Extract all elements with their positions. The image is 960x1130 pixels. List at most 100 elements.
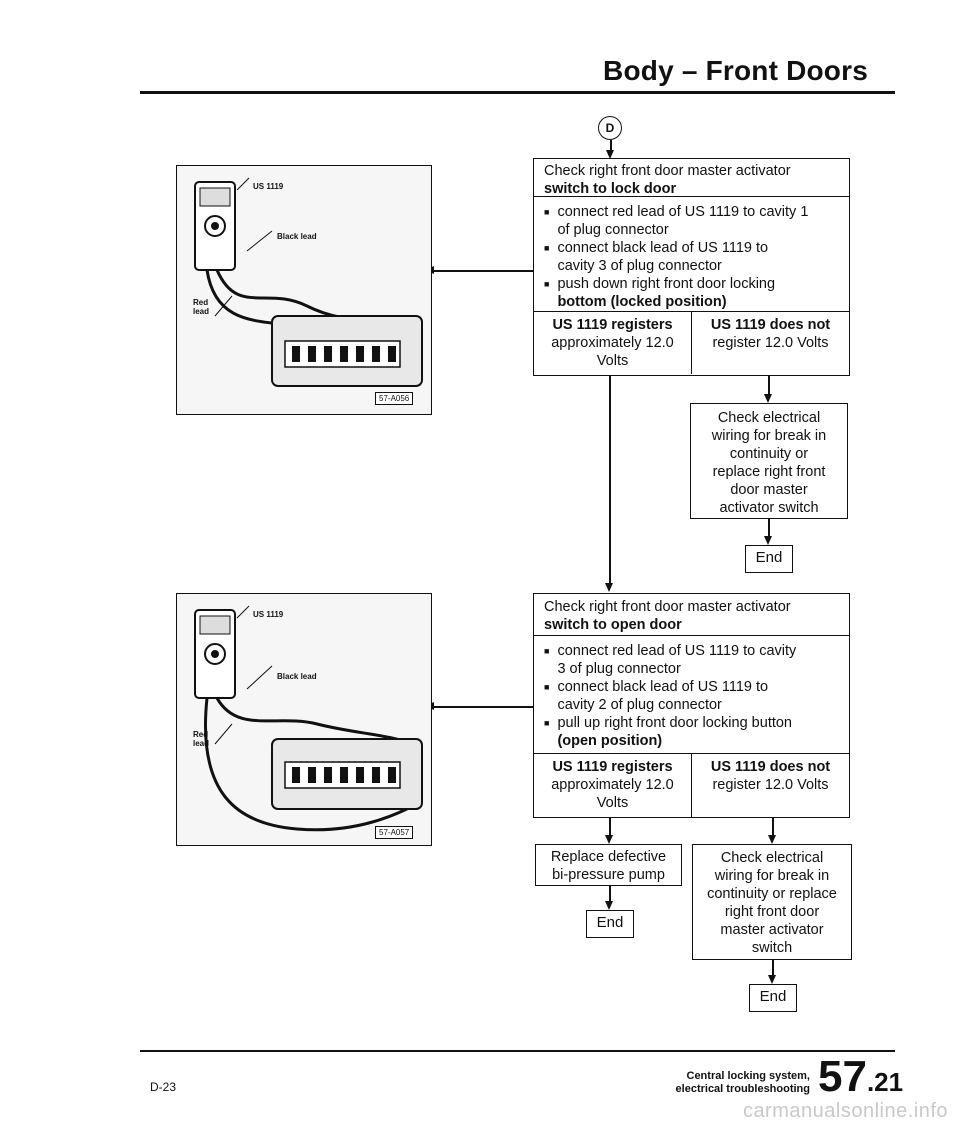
step-line: connect red lead of US 1119 to cavity xyxy=(557,643,797,659)
connector xyxy=(609,886,611,904)
section1-steps: ■ connect red lead of US 1119 to cavity 1… xyxy=(534,197,849,312)
step-line: connect black lead of US 1119 to xyxy=(557,240,769,256)
section1-box: Check right front door master activator … xyxy=(533,158,850,376)
section2-step: ■ connect black lead of US 1119 to cavity … xyxy=(544,678,839,714)
section2-results: US 1119 registers approximately 12.0 Vol… xyxy=(534,754,849,817)
section2-steps: ■ connect red lead of US 1119 to cavity 3 … xyxy=(534,636,849,754)
step-line: (open position) xyxy=(557,733,663,749)
connector xyxy=(772,960,774,978)
replace-pump-box: Replace defective bi-pressure pump xyxy=(535,844,682,886)
result-line: register 12.0 Volts xyxy=(712,777,829,793)
repair2-box: Check electrical wiring for break in con… xyxy=(692,844,852,960)
photo1-red-lead-label: Red lead xyxy=(193,298,210,316)
section-name-line2: electrical troubleshooting xyxy=(675,1083,810,1095)
photo1-tool-label: US 1119 xyxy=(253,182,284,191)
step-line: connect red lead of US 1119 to cavity 1 xyxy=(557,204,809,220)
photo1: US 1119 Black lead Red lead 57-A056 xyxy=(176,165,432,415)
photo2-red-lead-label: Red lead xyxy=(193,730,210,748)
section2-step: ■pull up right front door locking button… xyxy=(544,714,839,750)
connector xyxy=(609,376,611,585)
result-line: US 1119 does not xyxy=(710,759,831,775)
section-number-main: 57 xyxy=(818,1052,867,1101)
repair2-line: switch xyxy=(751,940,793,956)
replace-pump-line: Replace defective xyxy=(550,849,667,865)
section2-step: ■ connect red lead of US 1119 to cavity 3 … xyxy=(544,642,839,678)
result-line: approximately 12.0 xyxy=(551,777,674,793)
photo2: US 1119 Black lead Red lead 57-A057 xyxy=(176,593,432,846)
step-line: cavity 2 of plug connector xyxy=(557,697,722,713)
repair2-line: wiring for break in xyxy=(714,868,830,884)
photo2-figure-number: 57-A057 xyxy=(375,826,414,839)
connector xyxy=(432,270,533,272)
connector xyxy=(772,818,774,838)
photo1-black-lead-label: Black lead xyxy=(277,232,317,241)
step-line: pull up right front door locking button xyxy=(557,715,793,731)
replace-pump-line: bi-pressure pump xyxy=(552,867,665,883)
connector xyxy=(768,376,770,396)
section2-title-line2: switch to open door xyxy=(544,617,682,633)
section-number-sub: .21 xyxy=(866,1067,904,1097)
start-symbol: D xyxy=(598,116,622,140)
result-line: US 1119 registers xyxy=(552,317,673,333)
step-line: connect black lead of US 1119 to xyxy=(557,679,769,695)
step-line: 3 of plug connector xyxy=(557,661,681,677)
section2-title: Check right front door master activator … xyxy=(534,594,849,636)
section1-step: ■ connect black lead of US 1119 to cavity … xyxy=(544,239,839,275)
step-line: bottom (locked position) xyxy=(557,294,727,310)
section1-result-no: US 1119 does not register 12.0 Volts xyxy=(692,312,849,374)
repair2-line: master activator xyxy=(720,922,824,938)
repair1-line: Check electrical xyxy=(717,410,821,426)
bullet-icon: ■ xyxy=(544,207,550,217)
watermark: carmanualsonline.info xyxy=(742,1100,948,1122)
result-line: US 1119 does not xyxy=(710,317,831,333)
bullet-icon: ■ xyxy=(544,279,550,289)
connector xyxy=(768,519,770,539)
bullet-icon: ■ xyxy=(544,682,550,692)
start-symbol-letter: D xyxy=(605,121,615,135)
page-title: Body – Front Doors xyxy=(603,55,868,86)
arrow xyxy=(605,901,613,910)
header-rule xyxy=(140,91,895,94)
end2-box: End xyxy=(586,910,634,938)
result-line: Volts xyxy=(596,795,629,811)
result-line: approximately 12.0 xyxy=(551,335,674,351)
photo1-figure-number: 57-A056 xyxy=(375,392,414,405)
repair1-box: Check electrical wiring for break in con… xyxy=(690,403,848,519)
section1-results: US 1119 registers approximately 12.0 Vol… xyxy=(534,312,849,374)
connector xyxy=(609,818,611,838)
step-line: of plug connector xyxy=(557,222,669,238)
end3-box: End xyxy=(749,984,797,1012)
bullet-icon: ■ xyxy=(544,243,550,253)
repair2-line: continuity or replace xyxy=(707,886,837,902)
section1-result-yes: US 1119 registers approximately 12.0 Vol… xyxy=(534,312,692,374)
photo2-black-lead-label: Black lead xyxy=(277,672,317,681)
section2-box: Check right front door master activator … xyxy=(533,593,850,818)
step-line: cavity 3 of plug connector xyxy=(557,258,722,274)
connector xyxy=(432,706,533,708)
arrow xyxy=(768,835,776,844)
section1-title-line2: switch to lock door xyxy=(544,181,677,197)
section2-result-yes: US 1119 registers approximately 12.0 Vol… xyxy=(534,754,692,817)
result-line: register 12.0 Volts xyxy=(712,335,829,351)
repair1-line: door master xyxy=(730,482,808,498)
repair1-line: wiring for break in xyxy=(711,428,827,444)
bullet-icon: ■ xyxy=(544,646,550,656)
arrow xyxy=(764,536,772,545)
arrow xyxy=(764,394,772,403)
arrow xyxy=(605,583,613,592)
connector xyxy=(610,140,612,154)
footer-rule xyxy=(140,1050,895,1052)
section1-step: ■ connect red lead of US 1119 to cavity 1… xyxy=(544,203,839,239)
section-name: Central locking system, electrical troub… xyxy=(630,1070,810,1096)
arrow xyxy=(605,835,613,844)
section1-title-line1: Check right front door master activator xyxy=(544,163,791,179)
section2-title-line1: Check right front door master activator xyxy=(544,599,791,615)
repair2-line: Check electrical xyxy=(720,850,824,866)
arrow xyxy=(768,975,776,984)
result-line: US 1119 registers xyxy=(552,759,673,775)
repair1-line: replace right front xyxy=(712,464,826,480)
photo1-illustration xyxy=(194,177,423,387)
section-name-line1: Central locking system, xyxy=(686,1070,811,1082)
result-line: Volts xyxy=(596,353,629,369)
